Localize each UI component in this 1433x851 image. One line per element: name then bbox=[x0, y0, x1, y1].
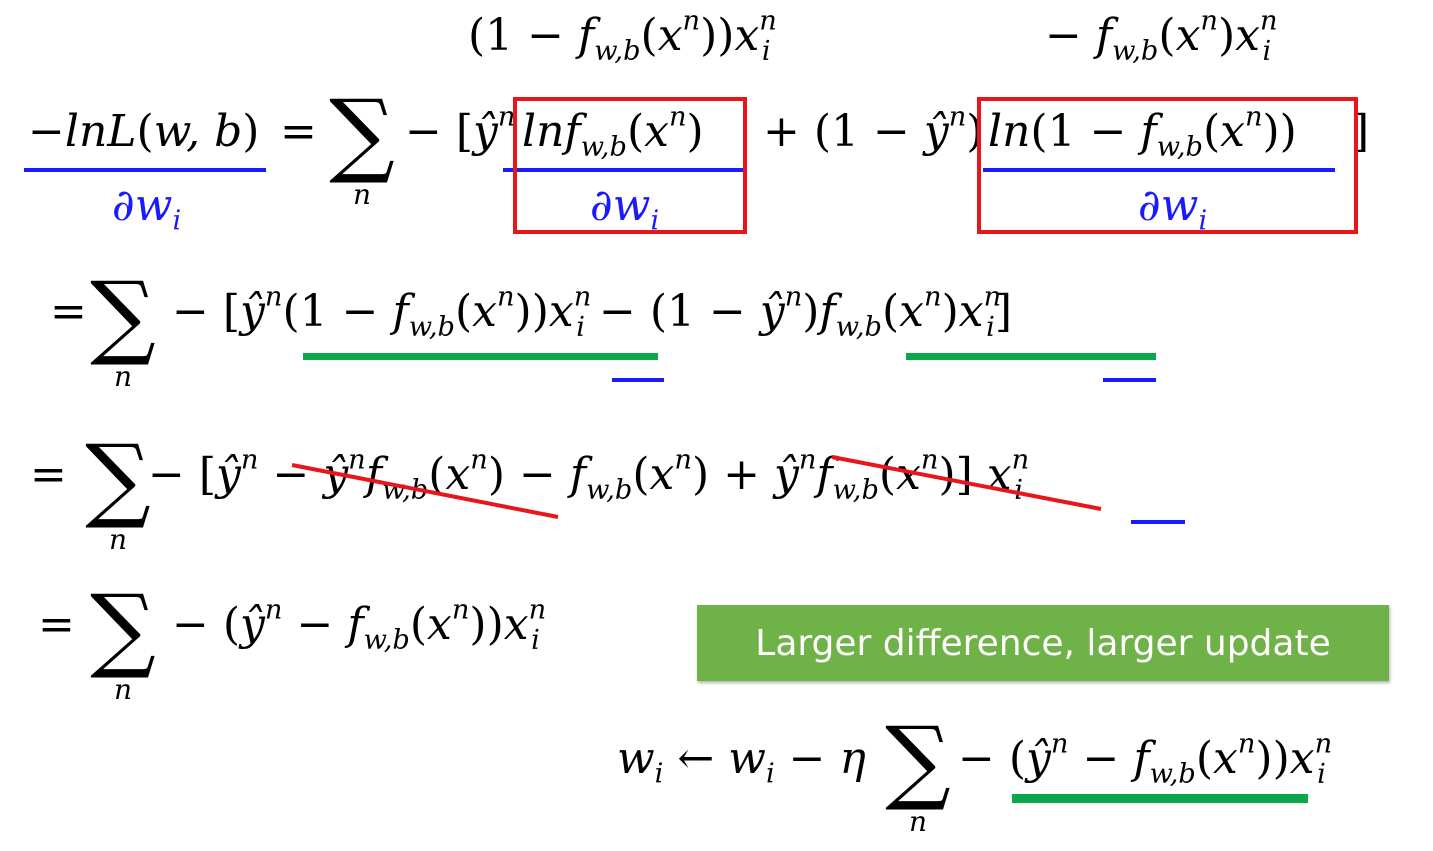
eq1-term-a-boxed: lnfw,b(xn) bbox=[522, 101, 704, 163]
eq3-sum: ∑ n bbox=[83, 425, 153, 557]
eq1-term-b-denominator: ∂wi bbox=[1138, 180, 1208, 237]
sum-sign: ∑ bbox=[90, 262, 156, 369]
sum-sign: ∑ bbox=[885, 707, 951, 814]
eq1-term-b-fraction-bar bbox=[983, 168, 1335, 172]
eq2-blue-underline-b bbox=[1103, 378, 1156, 382]
sum-sign: ∑ bbox=[329, 80, 395, 187]
eq1-lhs-fraction-bar bbox=[24, 168, 266, 172]
update-sum: ∑ n bbox=[883, 707, 953, 839]
callout-box: Larger difference, larger update bbox=[697, 605, 1389, 681]
sum-index: n bbox=[908, 805, 928, 838]
sum-index: n bbox=[108, 523, 128, 556]
eq2-green-underline-b bbox=[906, 353, 1156, 360]
eq1-sum: ∑ n bbox=[327, 80, 397, 212]
sum-index: n bbox=[113, 673, 133, 706]
eq2-green-underline-a bbox=[303, 353, 658, 360]
eq1-term-a-prefix: − [ŷn bbox=[405, 101, 516, 157]
eq3-body: − [ŷn − ŷnfw,b(xn) − fw,b(xn) + ŷnfw,b(x… bbox=[148, 444, 1030, 506]
sum-index: n bbox=[113, 360, 133, 393]
eq4-sum: ∑ n bbox=[88, 575, 158, 707]
eq3-equals: = bbox=[30, 449, 67, 500]
eq1-red-box-a bbox=[513, 97, 747, 234]
eq2-blue-underline-a bbox=[612, 378, 664, 382]
annotation-top-right: − fw,b(xn)xni bbox=[1045, 5, 1278, 67]
eq2-equals: = bbox=[50, 286, 87, 337]
eq4-equals: = bbox=[38, 599, 75, 650]
sum-sign: ∑ bbox=[85, 425, 151, 532]
sum-sign: ∑ bbox=[90, 575, 156, 682]
eq2-body: − [ŷn(1 − fw,b(xn))xni − (1 − ŷn)fw,b(xn… bbox=[172, 281, 1013, 343]
eq1-lhs-numerator: −lnL(w, b) bbox=[28, 106, 260, 157]
update-rule-right: − (ŷn − fw,b(xn))xni bbox=[958, 728, 1333, 790]
eq3-blue-underline bbox=[1131, 520, 1185, 524]
eq1-term-a-fraction-bar bbox=[503, 168, 743, 172]
update-green-underline bbox=[1012, 794, 1308, 803]
eq1-red-box-b bbox=[977, 97, 1358, 234]
update-rule-left: wi ← wi − η bbox=[617, 733, 866, 790]
eq1-term-b-boxed: ln(1 − fw,b(xn)) bbox=[988, 101, 1297, 163]
annotation-top-left: (1 − fw,b(xn))xni bbox=[468, 5, 777, 67]
eq1-lhs-denominator: ∂wi bbox=[112, 180, 182, 237]
eq1-plus-part: + (1 − ŷn) bbox=[763, 101, 984, 157]
eq2-sum: ∑ n bbox=[88, 262, 158, 394]
eq4-body: − (ŷn − fw,b(xn))xni bbox=[172, 594, 547, 656]
callout-text: Larger difference, larger update bbox=[755, 622, 1331, 664]
eq1-equals: = bbox=[280, 106, 317, 157]
sum-index: n bbox=[352, 178, 372, 211]
eq1-term-a-denominator: ∂wi bbox=[590, 180, 660, 237]
